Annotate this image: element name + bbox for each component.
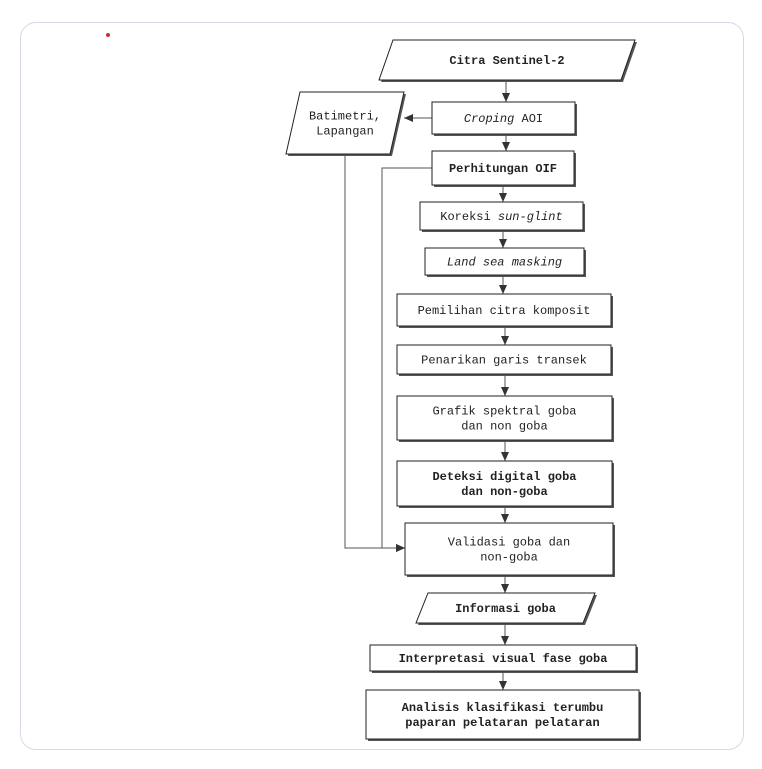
red-dot-marker <box>106 33 110 37</box>
node-label: Penarikan garis transek <box>421 354 587 368</box>
node-label: Pemilihan citra komposit <box>418 304 591 318</box>
node-shape <box>396 293 612 327</box>
node-shape <box>431 101 576 135</box>
edge-batimetri-to-validasi <box>344 154 405 552</box>
node-interpretasi: Interpretasi visual fase goba <box>369 644 638 673</box>
node-citra: Citra Sentinel-2 <box>378 39 637 82</box>
node-label: Citra Sentinel-2 <box>449 54 564 68</box>
node-label: non-goba <box>480 551 538 565</box>
node-shape <box>285 91 405 155</box>
node-croping: Croping AOI <box>431 101 577 136</box>
node-landsea: Land sea masking <box>424 247 586 277</box>
node-label: Perhitungan OIF <box>449 162 557 176</box>
node-label: Koreksi sun-glint <box>440 210 562 224</box>
node-label: dan non goba <box>461 420 547 434</box>
node-label: Analisis klasifikasi terumbu <box>402 701 604 715</box>
node-shape <box>396 460 613 507</box>
node-shape <box>396 344 612 375</box>
node-shape <box>424 247 585 276</box>
node-label: Croping AOI <box>464 112 543 126</box>
node-shape <box>431 150 575 186</box>
node-sunglint: Koreksi sun-glint <box>419 201 585 232</box>
node-informasi: Informasi goba <box>415 592 597 625</box>
node-oif: Perhitungan OIF <box>431 150 576 187</box>
node-shape <box>369 644 637 672</box>
node-label: Interpretasi visual fase goba <box>399 652 608 666</box>
node-shape <box>378 39 636 81</box>
node-label: paparan pelataran pelataran <box>405 716 599 730</box>
node-shape <box>415 592 596 624</box>
node-label: Land sea masking <box>447 256 562 270</box>
node-label: Batimetri, <box>309 110 381 124</box>
node-label: Validasi goba dan <box>448 536 570 550</box>
node-label: Grafik spektral goba <box>432 405 576 419</box>
node-shape <box>404 522 614 576</box>
node-komposit: Pemilihan citra komposit <box>396 293 613 328</box>
node-label: Lapangan <box>316 125 374 139</box>
node-shape <box>365 689 640 740</box>
node-shape <box>396 395 613 441</box>
node-label: dan non-goba <box>461 485 547 499</box>
node-label: Informasi goba <box>455 602 556 616</box>
node-transek: Penarikan garis transek <box>396 344 613 376</box>
node-shape <box>419 201 584 231</box>
node-label: Deteksi digital goba <box>432 470 576 484</box>
node-batimetri: Batimetri,Lapangan <box>285 91 406 156</box>
